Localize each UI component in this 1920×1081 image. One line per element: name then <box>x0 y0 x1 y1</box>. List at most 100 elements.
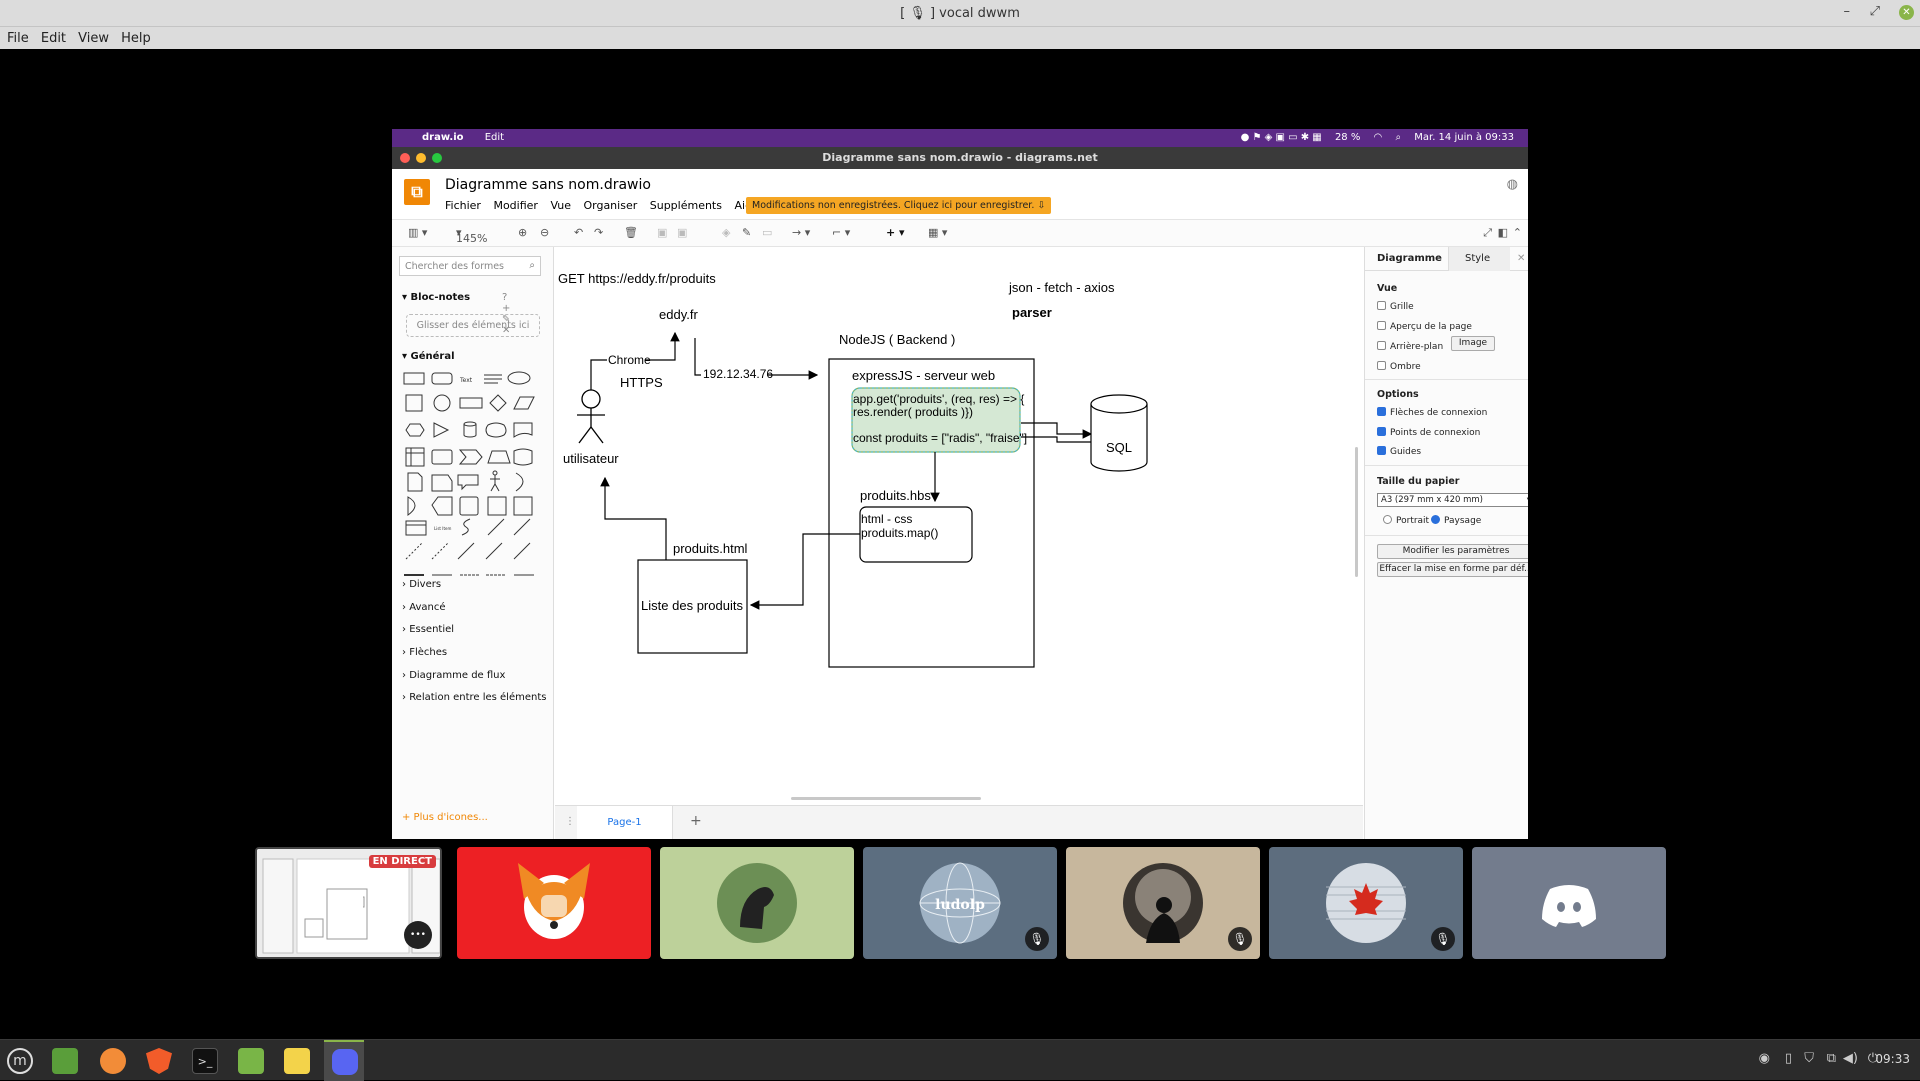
discord-tray-icon[interactable]: ◉ <box>1758 1051 1770 1066</box>
connection-arrows-checkbox: Flèches de connexion <box>1377 407 1487 418</box>
express-title: expressJS - serveur web <box>852 368 995 383</box>
maximize-icon[interactable]: ⤢ <box>1869 4 1880 19</box>
camera-icon <box>337 893 363 911</box>
section-basic: › Essentiel <box>402 624 455 635</box>
to-front-icon: ▣ <box>657 226 668 239</box>
show-desktop-icon[interactable] <box>52 1048 78 1074</box>
edit-settings-button: Modifier les paramètres <box>1377 544 1528 559</box>
node-title: NodeJS ( Backend ) <box>839 332 955 347</box>
participant-tile-3[interactable]: ludolp 🎙 <box>863 847 1057 959</box>
participant-tile-5[interactable]: 🎙 <box>1269 847 1463 959</box>
drawio-menu-edit: Modifier <box>493 199 538 212</box>
arrow-html-to-user <box>600 476 667 560</box>
drawio-menu-file: Fichier <box>445 199 481 212</box>
menu-help[interactable]: Help <box>121 31 151 46</box>
menu-edit[interactable]: Edit <box>40 31 67 46</box>
section-arrows: › Flèches <box>402 647 448 658</box>
general-shapes-grid: Text List Item <box>403 371 535 576</box>
portrait-radio: Portrait <box>1383 515 1429 526</box>
scratchpad-actions-icon: ? + ✎ ✕ <box>502 292 511 336</box>
diagram-svg: GET https://eddy.fr/produits json - fetc… <box>558 271 1358 800</box>
taskbar: m >_ ◉ ▯ ⛉ ⧉ ◀) ⏻ 09:33 <box>0 1039 1920 1081</box>
page-view-checkbox: Aperçu de la page <box>1377 321 1472 332</box>
live-badge: EN DIRECT <box>368 855 436 868</box>
clear-default-style-button: Effacer la mise en forme par déf... <box>1377 562 1528 577</box>
tab-diagram: Diagramme <box>1377 253 1442 264</box>
background-checkbox: Arrière-plan <box>1377 341 1443 352</box>
mac-window-titlebar: Diagramme sans nom.drawio - diagrams.net <box>392 147 1528 169</box>
arrow-hbs-to-html <box>749 533 860 610</box>
page-tabs: ⋮ Page-1 + <box>555 805 1363 839</box>
fullscreen-icon: ⤢ <box>1483 226 1492 239</box>
svg-text:List Item: List Item <box>434 526 451 531</box>
close-panel-icon: ✕ <box>1517 253 1526 264</box>
connection-points-checkbox: Points de connexion <box>1377 427 1480 438</box>
line-color-icon: ✎ <box>742 226 752 239</box>
arrow-express-to-sql <box>1021 422 1093 439</box>
files-icon[interactable] <box>238 1048 264 1074</box>
zoom-level: 145% ▾ <box>456 226 488 245</box>
more-shapes-link: + Plus d'icones... <box>402 812 488 823</box>
mac-datetime: Mar. 14 juin à 09:33 <box>1414 132 1514 143</box>
drawio-menu-arrange: Organiser <box>583 199 638 212</box>
html-title: produits.html <box>673 541 748 556</box>
code-line-2: res.render( produits )}) <box>853 405 973 419</box>
volume-tray-icon[interactable]: ◀) <box>1842 1051 1858 1066</box>
status-icons: ● ⚑ ◈ ▣ ▭ ✱ ▦ <box>1240 132 1322 143</box>
drawio-toolbar: ▥ ▾ 145% ▾ ⊕ ⊖ ↶ ↷ 🗑 ▣ ▣ ◈ ✎ ▭ → ▾ ⌐ ▾ +… <box>392 219 1528 247</box>
chrome-label: Chrome <box>608 353 651 367</box>
stream-preview-tile[interactable]: EN DIRECT ••• <box>255 847 442 959</box>
hbs-line-1: html - css <box>861 512 912 526</box>
close-icon[interactable]: ✕ <box>1899 5 1914 20</box>
sidebar-toggle-icon: ▥ ▾ <box>408 226 428 239</box>
code-line-3: const produits = ["radis", "fraise"] <box>853 431 1027 445</box>
background-image-button: Image <box>1451 336 1495 351</box>
horse-avatar <box>717 863 797 943</box>
divider <box>1365 535 1528 536</box>
power-tray-icon[interactable]: ⏻ <box>1867 1051 1878 1066</box>
divider <box>1365 379 1528 380</box>
sql-label: SQL <box>1106 440 1132 455</box>
sql-database <box>1090 394 1148 472</box>
code-line-1: app.get('produits', (req, res) => { <box>853 392 1024 406</box>
network-tray-icon[interactable]: ⧉ <box>1826 1051 1836 1066</box>
participant-tile-1[interactable] <box>457 847 651 959</box>
arrow-sql-to-express <box>1021 436 1091 443</box>
https-label: HTTPS <box>620 375 663 390</box>
pages-menu-icon: ⋮ <box>565 816 575 827</box>
terminal-icon[interactable]: >_ <box>192 1048 218 1074</box>
drawio-header: ⧉ Diagramme sans nom.drawio Fichier Modi… <box>392 169 1528 219</box>
product-list-box <box>637 559 748 654</box>
svg-text:Text: Text <box>459 377 473 384</box>
participant-tile-2[interactable] <box>660 847 854 959</box>
menu-view[interactable]: View <box>78 31 109 46</box>
taskbar-clock: 09:33 <box>1875 1052 1910 1066</box>
maple-avatar <box>1326 863 1406 943</box>
mint-menu-icon[interactable]: m <box>7 1048 33 1074</box>
format-panel: Diagramme Style ✕ Vue Grille Aperçu de l… <box>1364 247 1528 839</box>
clipboard-tray-icon[interactable]: ▯ <box>1784 1051 1792 1066</box>
shield-tray-icon[interactable]: ⛉ <box>1804 1051 1814 1066</box>
discord-avatar-icon <box>1542 885 1596 927</box>
shapes-panel: Chercher des formes ⌕ ▾ Bloc-notes? + ✎ … <box>392 247 554 839</box>
zoom-out-icon: ⊖ <box>540 226 550 239</box>
selection-outline <box>851 387 1021 453</box>
menu-file[interactable]: File <box>7 31 29 46</box>
format-tabs: Diagramme Style ✕ <box>1365 247 1528 271</box>
more-options-button[interactable]: ••• <box>404 921 432 949</box>
notes-icon[interactable] <box>284 1048 310 1074</box>
document-name: Diagramme sans nom.drawio <box>445 177 651 193</box>
firefox-icon[interactable] <box>100 1048 126 1074</box>
chrome-label-bg <box>607 353 645 367</box>
globe-avatar: ludolp <box>919 862 1001 944</box>
divider <box>1365 465 1528 466</box>
vertical-scrollbar <box>1355 447 1358 577</box>
section-misc: › Divers <box>402 579 442 590</box>
minimize-icon[interactable]: – <box>1843 4 1851 19</box>
participant-tile-6[interactable] <box>1472 847 1666 959</box>
tab-page-1: Page-1 <box>577 806 673 839</box>
drawio-logo: ⧉ <box>404 179 430 205</box>
brave-icon[interactable] <box>146 1048 172 1074</box>
discord-taskbar-active[interactable] <box>324 1040 364 1081</box>
participant-tile-4[interactable]: 🎙 <box>1066 847 1260 959</box>
